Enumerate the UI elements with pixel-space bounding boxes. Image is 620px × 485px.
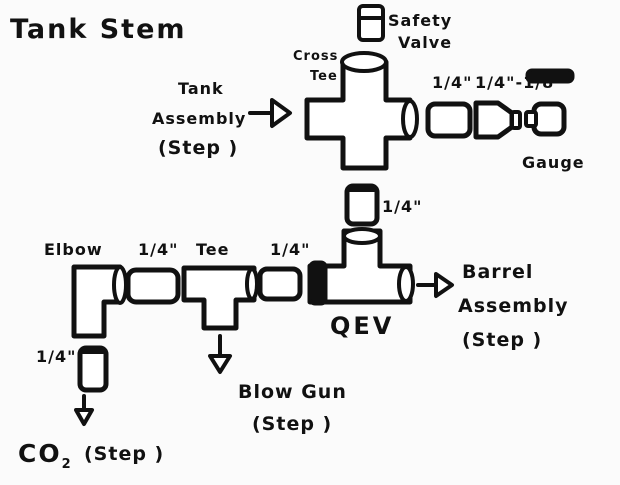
- quarter-inch-label-bottom: 1/4": [36, 347, 76, 366]
- safety-valve-label-line2: Valve: [398, 33, 452, 52]
- tee-fitting: [181, 265, 259, 331]
- blow-gun-arrow: [208, 334, 232, 374]
- quarter-inch-label-vertical: 1/4": [382, 197, 422, 216]
- reducer-bushing: [473, 100, 522, 140]
- tank-assembly-label-line2: Assembly: [152, 109, 246, 128]
- co2-label: CO2: [18, 439, 73, 472]
- safety-valve-part: [357, 4, 385, 42]
- tank-assembly-arrow: [248, 98, 292, 128]
- barrel-assembly-arrow: [416, 272, 454, 298]
- qev-valve: [307, 227, 415, 306]
- co2-arrow: [74, 394, 94, 426]
- tank-assembly-label-line3: (Step ): [158, 137, 238, 159]
- barrel-assembly-label-line2: Assembly: [458, 295, 569, 317]
- barrel-assembly-label-line1: Barrel: [462, 261, 533, 283]
- blow-gun-label-line1: Blow Gun: [238, 381, 347, 403]
- co2-subscript: 2: [62, 457, 73, 472]
- blow-gun-label-line2: (Step ): [252, 413, 332, 435]
- cross-tee-fitting: [304, 51, 419, 171]
- tank-assembly-label-line1: Tank: [178, 79, 224, 98]
- diagram-title: Tank Stem: [10, 14, 187, 45]
- gauge-part: [524, 101, 567, 137]
- quarter-inch-nipple-bottom: [77, 345, 109, 393]
- co2-main-text: CO: [18, 439, 62, 468]
- quarter-inch-nipple-right: [425, 101, 473, 139]
- elbow-fitting: [71, 264, 128, 339]
- barrel-assembly-label-line3: (Step ): [462, 329, 542, 351]
- co2-step-label: (Step ): [84, 443, 164, 465]
- quarter-inch-label-left: 1/4": [138, 240, 178, 259]
- quarter-inch-nipple-vertical: [344, 183, 380, 227]
- cross-tee-label-line1: Cross: [293, 49, 338, 64]
- quarter-inch-label-middle: 1/4": [270, 240, 310, 259]
- tee-label: Tee: [196, 240, 230, 259]
- cross-tee-label-line2: Tee: [310, 69, 338, 84]
- quarter-inch-nipple-left: [125, 267, 181, 305]
- qev-label: QEV: [330, 312, 394, 340]
- quarter-inch-label-right: 1/4": [432, 73, 472, 92]
- safety-valve-label-line1: Safety: [388, 11, 452, 30]
- elbow-label: Elbow: [44, 240, 103, 259]
- gauge-label: Gauge: [522, 153, 585, 172]
- gauge-scribble-icon: [525, 68, 575, 84]
- quarter-inch-nipple-middle: [257, 266, 303, 302]
